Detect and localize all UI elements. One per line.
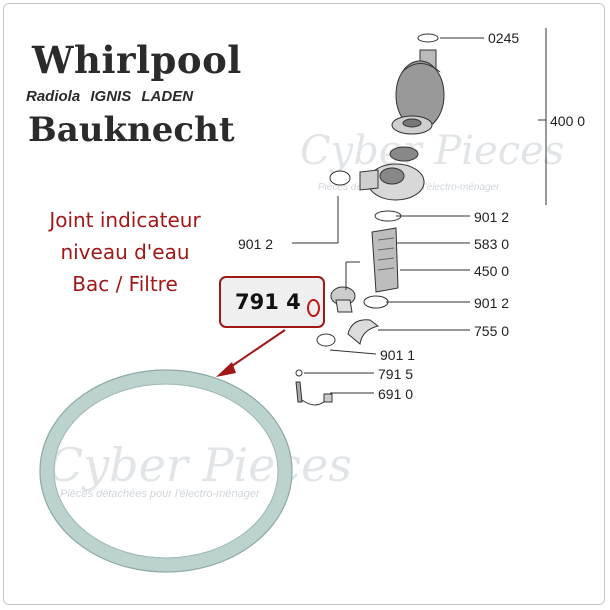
gasket-ring-image	[39, 369, 293, 573]
watermark-logo-top: Cyber Pieces	[300, 128, 565, 174]
assembly-bracket	[538, 28, 547, 205]
part-label-9012-c: 901 2	[474, 295, 510, 311]
product-title-line-2: niveau d'eau	[60, 240, 190, 264]
part-label-4500: 450 0	[474, 263, 510, 279]
watermark-tagline-bottom: Pièces détachées pour l'électro-ménager	[60, 488, 260, 500]
pointer-arrow	[216, 329, 286, 377]
part-label-9012-a: 901 2	[474, 209, 510, 225]
part-reference-badge: 791 4	[219, 276, 325, 328]
gasket-marker-icon	[307, 299, 320, 317]
product-title-line-3: Bac / Filtre	[72, 272, 178, 296]
watermark-logo-bottom: Cyber Pieces	[48, 438, 352, 492]
part-label-7915: 791 5	[378, 366, 414, 382]
part-label-9011: 901 1	[380, 347, 416, 363]
whirlpool-logo: Whirlpool	[32, 38, 242, 82]
part-label-4000: 400 0	[550, 113, 586, 129]
ignis-logo: IGNIS	[90, 88, 132, 105]
product-title-line-1: Joint indicateur	[49, 208, 201, 232]
part-label-0245: 0245	[488, 30, 520, 46]
part-label-7550: 755 0	[474, 323, 510, 339]
radiola-logo: Radiola	[26, 88, 81, 105]
part-label-6910: 691 0	[378, 386, 414, 402]
sub-brands-logo: Radiola IGNIS LADEN	[26, 88, 199, 105]
laden-logo: LADEN	[141, 88, 194, 105]
leader-lines	[292, 37, 484, 394]
pump-motor-parts	[295, 33, 445, 406]
part-label-9012-b: 901 2	[238, 236, 274, 252]
bauknecht-logo: Bauknecht	[28, 110, 235, 150]
part-reference-number: 791 4	[235, 290, 301, 314]
part-label-5830: 583 0	[474, 236, 510, 252]
image-frame	[3, 3, 605, 605]
